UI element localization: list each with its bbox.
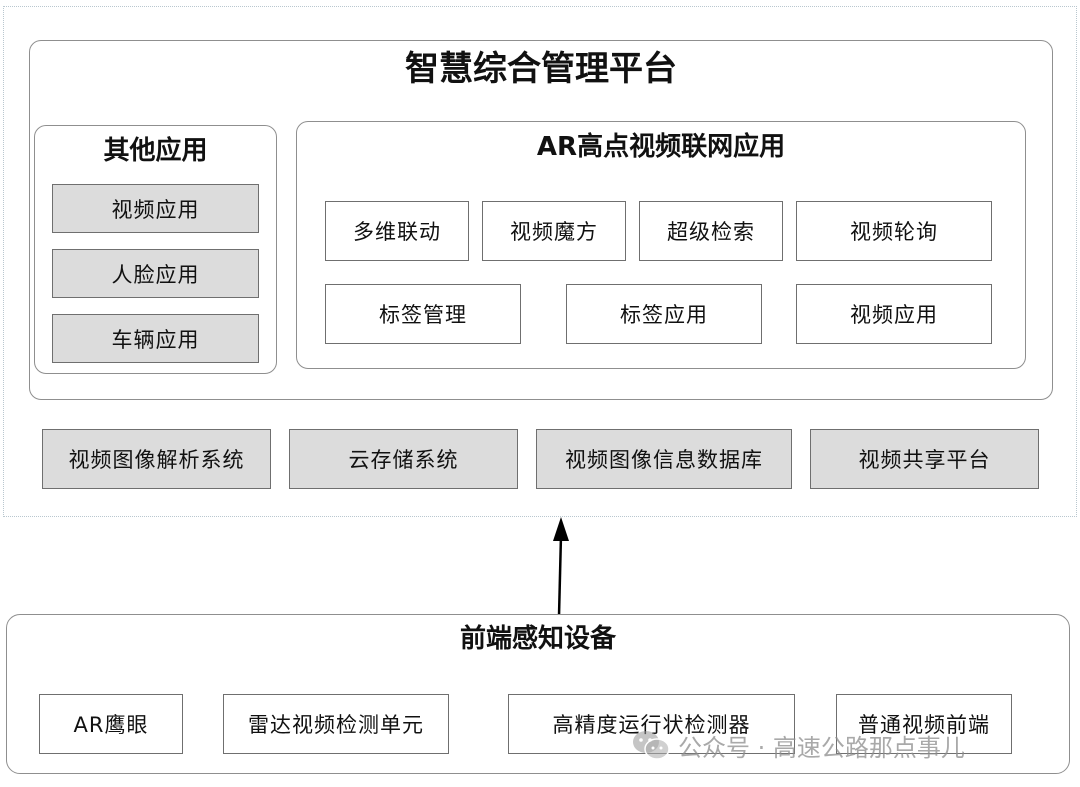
device-ar-eagle-eye[interactable]: AR鹰眼	[39, 694, 183, 754]
watermark-text: 公众号 · 高速公路那点事儿	[678, 733, 965, 762]
uplink-arrow-shaft	[557, 534, 563, 617]
ar-app-multidim-linkage[interactable]: 多维联动	[325, 201, 469, 261]
wechat-icon	[633, 731, 670, 760]
system-cloud-storage[interactable]: 云存储系统	[289, 429, 518, 489]
other-app-video[interactable]: 视频应用	[52, 184, 259, 233]
ar-app-tag-application[interactable]: 标签应用	[566, 284, 762, 344]
ar-apps-title: AR高点视频联网应用	[536, 132, 786, 162]
device-standard-video-frontend[interactable]: 普通视频前端	[836, 694, 1012, 754]
frontend-title: 前端感知设备	[459, 624, 616, 654]
watermark: 公众号 · 高速公路那点事儿	[632, 727, 965, 763]
platform-outer-frame	[3, 6, 1077, 517]
other-app-vehicle[interactable]: 车辆应用	[52, 314, 259, 363]
ar-app-tag-management[interactable]: 标签管理	[325, 284, 521, 344]
ar-app-video-polling[interactable]: 视频轮询	[796, 201, 992, 261]
ar-app-video-application[interactable]: 视频应用	[796, 284, 992, 344]
system-video-image-analysis[interactable]: 视频图像解析系统	[42, 429, 271, 489]
system-video-image-database[interactable]: 视频图像信息数据库	[536, 429, 792, 489]
ar-app-video-cube[interactable]: 视频魔方	[482, 201, 626, 261]
ar-app-super-search[interactable]: 超级检索	[639, 201, 783, 261]
platform-title: 智慧综合管理平台	[405, 49, 677, 89]
uplink-arrowhead	[553, 517, 569, 541]
other-app-face[interactable]: 人脸应用	[52, 249, 259, 298]
device-radar-video-detector[interactable]: 雷达视频检测单元	[223, 694, 449, 754]
system-video-sharing-platform[interactable]: 视频共享平台	[810, 429, 1039, 489]
other-apps-title: 其他应用	[103, 136, 208, 166]
uplink-arrow	[553, 517, 569, 617]
